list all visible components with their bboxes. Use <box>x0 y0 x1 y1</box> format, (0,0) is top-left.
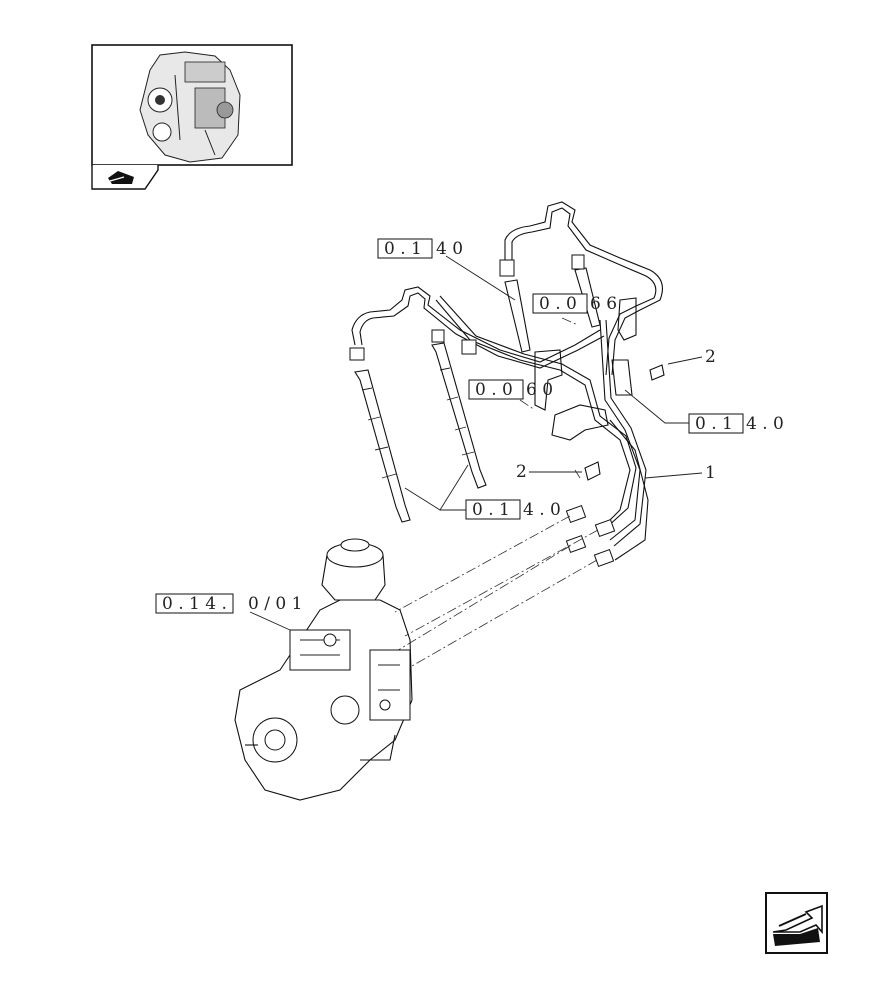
ref-boxed-text: 0 . 1 4 . <box>162 594 227 614</box>
ref-0-14-0-top[interactable]: 0 . 1 4 0 <box>377 238 516 301</box>
injection-pump <box>234 538 413 801</box>
injectors <box>349 254 633 523</box>
ref-rest-text: 6 0 <box>526 380 553 400</box>
injection-pipes <box>351 201 663 561</box>
ref-rest-text: 6 6 <box>590 294 617 314</box>
next-page-button[interactable] <box>765 892 828 954</box>
ref-0-14-0-right[interactable]: 0 . 1 4 . 0 <box>624 389 784 434</box>
ref-0-06-6[interactable]: 0 . 0 6 6 <box>532 293 617 314</box>
callout-1: 1 <box>644 463 716 483</box>
ref-rest-text: 4 0 <box>436 239 463 259</box>
svg-text:2: 2 <box>516 462 527 482</box>
ref-rest-text: 0 / 0 1 <box>248 594 302 614</box>
ref-boxed-text: 0 . 1 <box>695 414 733 434</box>
svg-text:1: 1 <box>705 463 716 483</box>
ref-boxed-text: 0 . 0 <box>539 294 577 314</box>
ref-boxed-text: 0 . 0 <box>475 380 513 400</box>
hand-pointer-icon <box>108 171 134 184</box>
ref-0-06-0[interactable]: 0 . 0 6 0 <box>468 379 553 400</box>
callout-2-lower: 2 <box>516 462 582 482</box>
ref-boxed-text: 0 . 1 <box>472 500 510 520</box>
callout-2-upper: 2 <box>667 347 716 367</box>
ref-rest-text: 4 . 0 <box>746 414 784 434</box>
pipe-nuts <box>565 364 665 568</box>
alignment-lines <box>394 317 599 671</box>
engine-thumbnail-icon <box>139 51 241 163</box>
ref-rest-text: 4 . 0 <box>523 500 561 520</box>
ref-0-14-0-bottom[interactable]: 0 . 1 4 . 0 <box>404 464 561 520</box>
ref-boxed-text: 0 . 1 <box>384 239 422 259</box>
next-page-arrow-icon <box>772 904 823 946</box>
ref-0-14-0-01[interactable]: 0 . 1 4 . 0 / 0 1 <box>155 593 302 631</box>
engine-thumbnail[interactable] <box>91 44 293 190</box>
svg-text:2: 2 <box>705 347 716 367</box>
